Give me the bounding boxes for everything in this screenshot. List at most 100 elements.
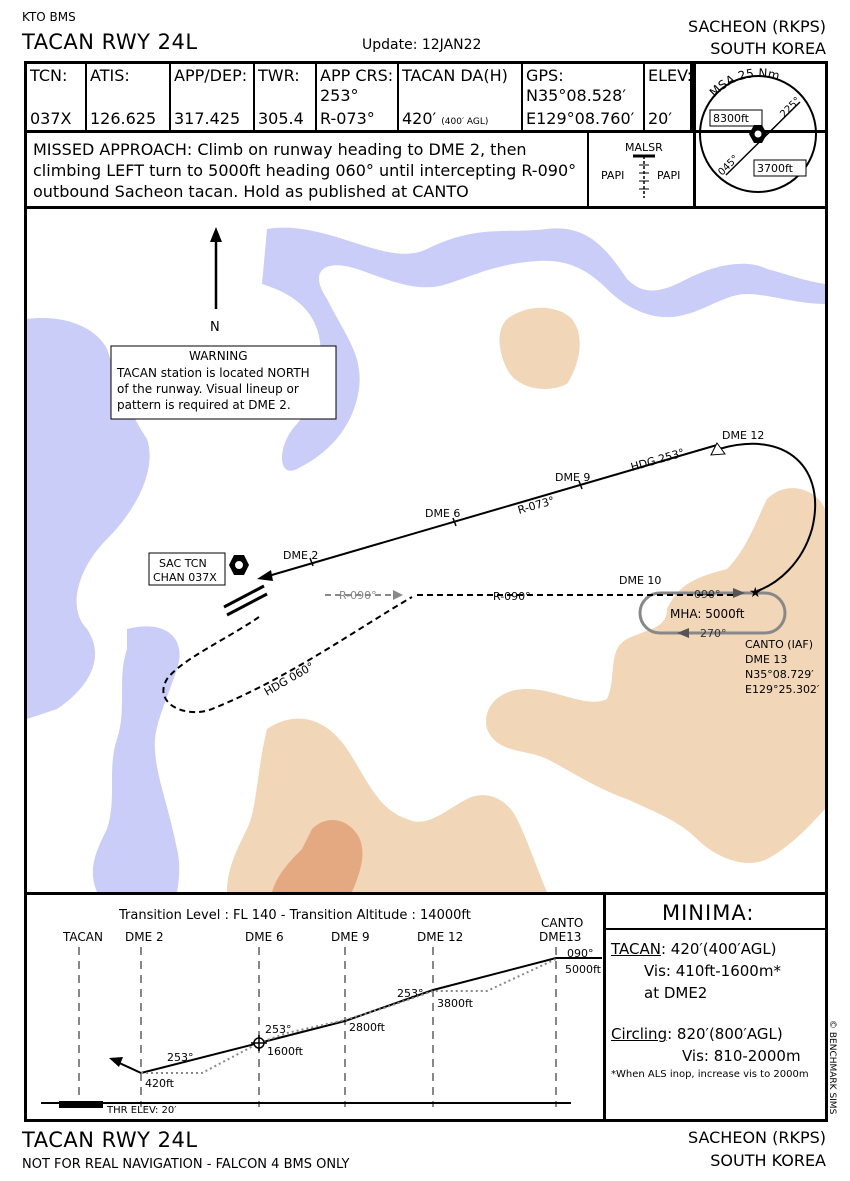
profile-crs253-c: 253° [397, 987, 424, 1000]
profile-crs090: 090° [567, 947, 594, 960]
profile-crs253-a: 253° [167, 1051, 194, 1064]
warning-line-3: pattern is required at DME 2. [117, 398, 291, 412]
transition-text: Transition Level : FL 140 - Transition A… [118, 908, 471, 923]
north-label: N [210, 320, 220, 335]
appdep-value: 317.425 [174, 109, 241, 128]
lighting-box: MALSR PAPI PAPI [587, 133, 695, 206]
appdep-label: APP/DEP: [174, 66, 248, 85]
tacan-minima-vis: Vis: 410ft-1600m* [644, 962, 781, 980]
msa-alt-2: 3700ft [757, 162, 794, 175]
copyright: © BENCHMARK SIMS [827, 1020, 837, 1115]
warning-line-1: TACAN station is located NORTH [116, 366, 310, 380]
gps-lon: E129°08.760′ [526, 109, 635, 128]
missed-line-2: climbing LEFT turn to 5000ft heading 060… [33, 161, 577, 180]
canto-fix-icon: ★ [749, 585, 762, 601]
profile-alt3800: 3800ft [437, 997, 474, 1010]
profile-alt2800: 2800ft [349, 1021, 386, 1034]
holding-pattern [638, 591, 787, 635]
elev-value: 20′ [648, 109, 672, 128]
profile-view: Transition Level : FL 140 - Transition A… [24, 892, 606, 1122]
profile-dme9-label: DME 9 [331, 930, 370, 944]
profile-alt1600: 1600ft [267, 1045, 304, 1058]
missed-approach-track [162, 596, 413, 714]
chart-source: KTO BMS [22, 10, 76, 24]
minima-title: MINIMA: [662, 901, 755, 925]
terrain-south [227, 718, 547, 892]
inbound-arrow-icon [257, 570, 273, 581]
hold-out-label: 270° [700, 627, 727, 640]
sac-tacan-icon [229, 555, 249, 575]
dme6-plan-label: DME 6 [425, 507, 460, 520]
hdg253-label: HDG 253° [629, 446, 686, 474]
missed-arrow-icon [109, 1057, 123, 1067]
fix-cross-icon [251, 1035, 267, 1051]
runway-24l [223, 584, 265, 609]
circling-minima-row: Circling: 820′(800′AGL) [611, 1024, 783, 1045]
papi-right-label: PAPI [657, 169, 681, 182]
canto-label-2: DME 13 [745, 653, 787, 666]
missed-line-1: MISSED APPROACH: Climb on runway heading… [33, 140, 527, 159]
appcrs-value: R-073° [320, 109, 375, 128]
plan-view-map: N WARNING TACAN station is located NORTH… [27, 227, 825, 892]
dme12-fix-icon [710, 442, 726, 456]
da-cell: TACAN DA(H) 420′ (400′ AGL) [399, 64, 523, 130]
profile-alt5000: 5000ft [565, 963, 602, 976]
circling-minima-vis: Vis: 810-2000m [682, 1047, 801, 1065]
da-agl: (400′ AGL) [441, 117, 489, 127]
minima-header: MINIMA: [606, 895, 825, 930]
twr-value: 305.4 [258, 109, 304, 128]
da-value-wrap: 420′ (400′ AGL) [402, 109, 488, 128]
tcn-cell: TCN: 037X [27, 64, 87, 130]
profile-alt420: 420ft [145, 1077, 175, 1090]
profile-crs253-b: 253° [265, 1023, 292, 1036]
chart-title: TACAN RWY 24L [22, 30, 198, 54]
dme10-plan-label: DME 10 [619, 574, 661, 587]
update-date: Update: 12JAN22 [362, 37, 482, 53]
profile-diagram: Transition Level : FL 140 - Transition A… [41, 908, 602, 1116]
terrain-hill-north [499, 307, 580, 389]
msa-title: MSA 25 Nm [707, 66, 781, 100]
profile-dme13-label: DME13 [539, 930, 581, 944]
sac-tacan-label-2: CHAN 037X [153, 571, 217, 584]
missed-approach-box: MISSED APPROACH: Climb on runway heading… [24, 130, 696, 209]
sac-tacan-box [148, 552, 226, 586]
airport-name: SACHEON (RKPS) [688, 17, 826, 36]
appcrs-cell: APP CRS: 253° R-073° [317, 64, 399, 130]
hdg060-label: HDG 060° [262, 660, 316, 699]
terrain-east [486, 488, 825, 863]
tcn-value: 037X [30, 109, 72, 128]
profile-runway [59, 1101, 103, 1108]
malsr-symbol [633, 154, 655, 198]
appcrs-line2: 253° [320, 86, 359, 105]
elev-cell: ELEV: 20′ [645, 64, 693, 130]
plan-view: N WARNING TACAN station is located NORTH… [24, 206, 828, 895]
canto-label-4: E129°25.302′ [745, 683, 820, 696]
atis-value: 126.625 [90, 109, 157, 128]
profile-tacan-label: TACAN [62, 930, 103, 944]
mha-label: MHA: 5000ft [670, 607, 745, 621]
gps-label: GPS: [526, 66, 564, 85]
da-label: TACAN DA(H) [402, 66, 508, 85]
twr-cell: TWR: 305.4 [255, 64, 317, 130]
papi-left-label: PAPI [601, 169, 625, 182]
footer-country: SOUTH KOREA [710, 1151, 826, 1170]
missed-line-3: outbound Sacheon tacan. Hold as publishe… [33, 182, 469, 201]
profile-canto-label: CANTO [541, 916, 583, 930]
terrain-high [272, 819, 363, 892]
msa-bearing-2: 045° [716, 153, 741, 178]
inbound-course [264, 444, 718, 578]
profile-dme2-label: DME 2 [125, 930, 164, 944]
msa-bearing-1: 225° [778, 95, 803, 120]
msa-diagram: MSA 25 Nm 8300ft 3700ft 225° 045° [699, 66, 817, 193]
dme2-plan-label: DME 2 [283, 549, 318, 562]
twr-label: TWR: [258, 66, 300, 85]
msa-alt-1: 8300ft [713, 112, 750, 125]
glide-path [140, 957, 602, 1074]
missed-approach-text: MISSED APPROACH: Climb on runway heading… [33, 139, 593, 202]
procedure-turn [718, 442, 817, 592]
hold-in-arrow-icon [733, 588, 745, 598]
water-southwest [92, 626, 180, 892]
als-note: *When ALS inop, increase vis to 2000m [611, 1069, 809, 1080]
da-value: 420′ [402, 109, 437, 128]
r090-grey-label: R-090° [339, 589, 377, 602]
